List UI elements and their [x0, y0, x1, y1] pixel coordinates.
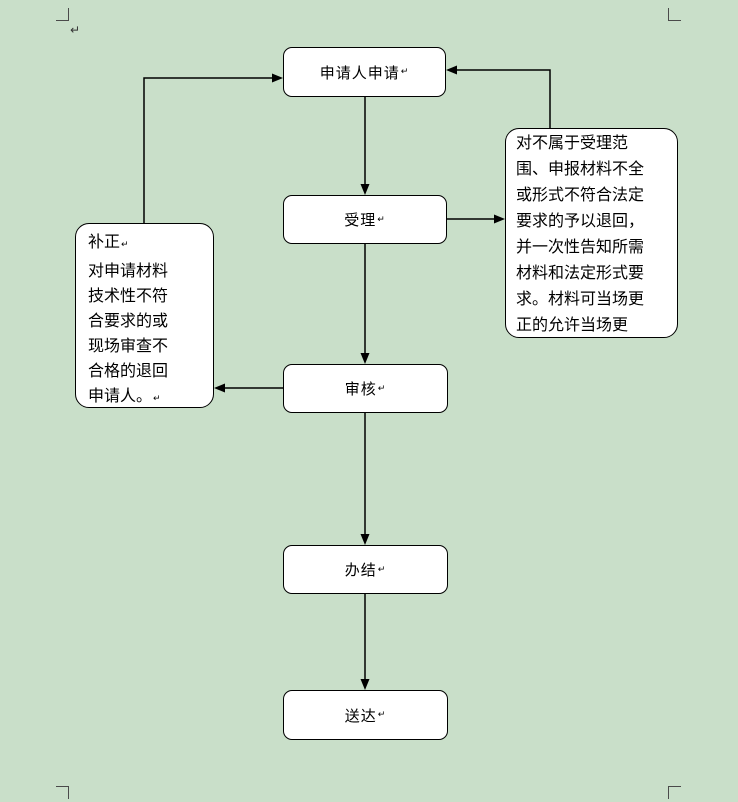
- paragraph-mark-icon: ↵: [400, 67, 410, 77]
- node-complete[interactable]: 办结↵: [283, 545, 448, 594]
- node-correction[interactable]: 补正↵ 对申请材料技术性不符合要求的或现场审查不合格的退回申请人。↵: [75, 223, 214, 408]
- edge-correction-to-apply[interactable]: [143, 73, 283, 224]
- edge-accept-to-reject[interactable]: [447, 214, 505, 224]
- margin-crop-mark-top-right: [668, 8, 681, 21]
- edge-complete-to-deliver[interactable]: [360, 594, 370, 690]
- node-apply-label: 申请人申请: [319, 63, 400, 82]
- margin-crop-mark-bottom-right: [668, 786, 681, 799]
- paragraph-mark-icon: ↵: [377, 564, 387, 575]
- paragraph-mark-icon: ↵: [377, 710, 387, 720]
- edge-review-to-correction[interactable]: [214, 383, 283, 393]
- node-review-label: 审核: [344, 380, 377, 398]
- margin-crop-mark-bottom-left: [56, 786, 69, 799]
- paragraph-mark-icon: ↵: [121, 240, 129, 250]
- node-accept[interactable]: 受理↵: [283, 195, 447, 244]
- correction-title-line: 补正↵: [88, 232, 129, 251]
- edge-accept-to-review[interactable]: [360, 244, 370, 364]
- edge-review-to-complete[interactable]: [360, 413, 370, 545]
- node-review[interactable]: 审核↵: [283, 364, 448, 413]
- node-accept-label: 受理: [344, 211, 377, 229]
- paragraph-mark: ↵: [70, 23, 81, 37]
- node-correction-text: 补正↵ 对申请材料技术性不符合要求的或现场审查不合格的退回申请人。↵: [76, 224, 172, 412]
- node-apply[interactable]: 申请人申请↵: [283, 47, 446, 97]
- node-deliver-label: 送达: [344, 706, 377, 725]
- paragraph-mark-icon: ↵: [153, 394, 161, 404]
- edge-apply-to-accept[interactable]: [360, 97, 370, 195]
- edge-reject-to-apply[interactable]: [446, 65, 551, 129]
- margin-crop-mark-top-left: [56, 8, 69, 21]
- paragraph-mark-icon: ↵: [377, 383, 387, 394]
- node-deliver[interactable]: 送达↵: [283, 690, 448, 740]
- node-complete-label: 办结: [344, 561, 377, 579]
- correction-body: 对申请材料技术性不符合要求的或现场审查不合格的退回申请人。↵: [88, 261, 169, 405]
- paragraph-mark-icon: ↵: [377, 214, 386, 225]
- node-reject-text: 对不属于受理范围、申报材料不全或形式不符合法定要求的予以退回，并一次性告知所需材…: [516, 133, 645, 334]
- node-reject[interactable]: 对不属于受理范围、申报材料不全或形式不符合法定要求的予以退回，并一次性告知所需材…: [505, 128, 678, 338]
